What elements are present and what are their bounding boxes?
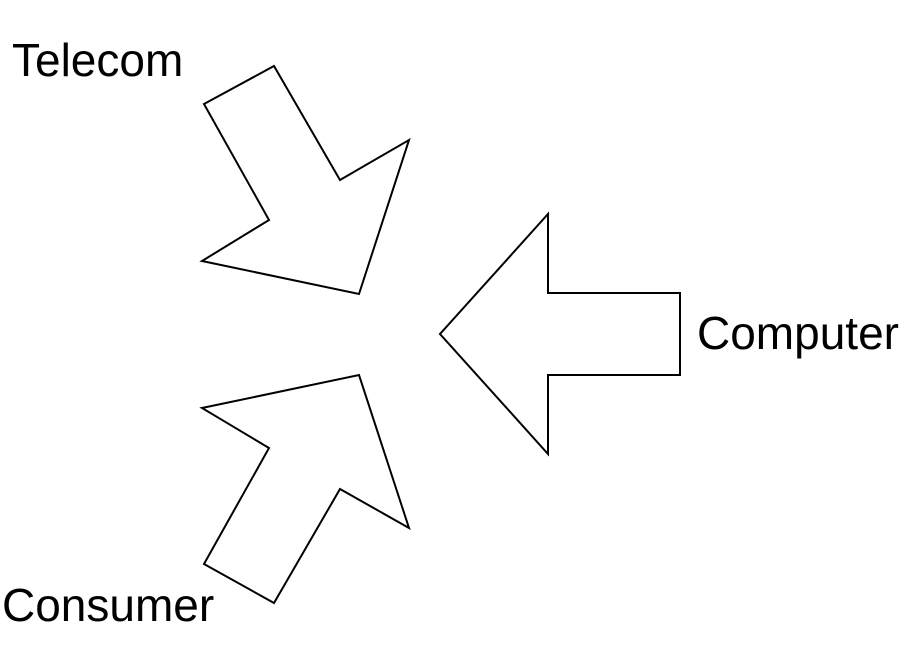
telecom-arrow [199,64,411,296]
consumer-label: Consumer [2,579,214,631]
computer-label: Computer [697,307,899,359]
consumer-arrow [199,373,411,605]
computer-arrow [438,211,681,457]
telecom-label: Telecom [12,34,183,86]
